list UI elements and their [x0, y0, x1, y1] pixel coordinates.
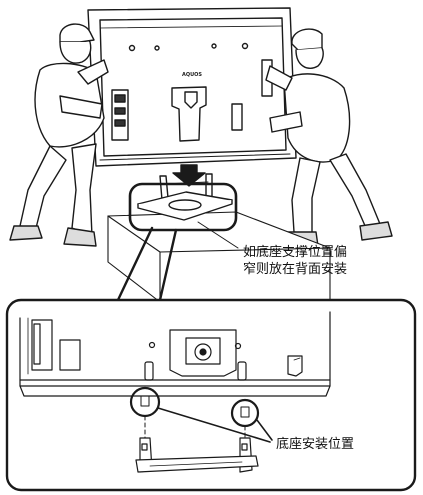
- callout-line-1: 如底座支撑位置偏: [243, 245, 348, 260]
- zoom-leader-right: [158, 228, 178, 302]
- tv-back-view: [87, 7, 297, 167]
- callout-line-2: 窄则放在背面安装: [243, 262, 348, 277]
- stand-highlight-box: [128, 182, 238, 232]
- zoom-leader-left: [116, 226, 154, 302]
- callout-leader-bottom-left: [157, 407, 271, 443]
- callout-narrow-support-rear-mount: 如底座支撑位置偏 窄则放在背面安装: [243, 244, 347, 278]
- tv-brand-logo: AQUOS: [182, 72, 202, 78]
- stand-posts-closeup: [135, 437, 259, 473]
- zoom-detail-panel: [5, 298, 417, 492]
- callout-leader-bottom-right: [256, 419, 273, 441]
- right-worker-figure: [265, 28, 393, 247]
- callout-stand-mount-position: 底座安装位置: [276, 437, 355, 452]
- down-arrow-icon: [172, 164, 206, 187]
- tv-bottom-closeup: [19, 311, 331, 397]
- callout-leader-top: [197, 221, 239, 249]
- left-worker-figure: [9, 23, 109, 247]
